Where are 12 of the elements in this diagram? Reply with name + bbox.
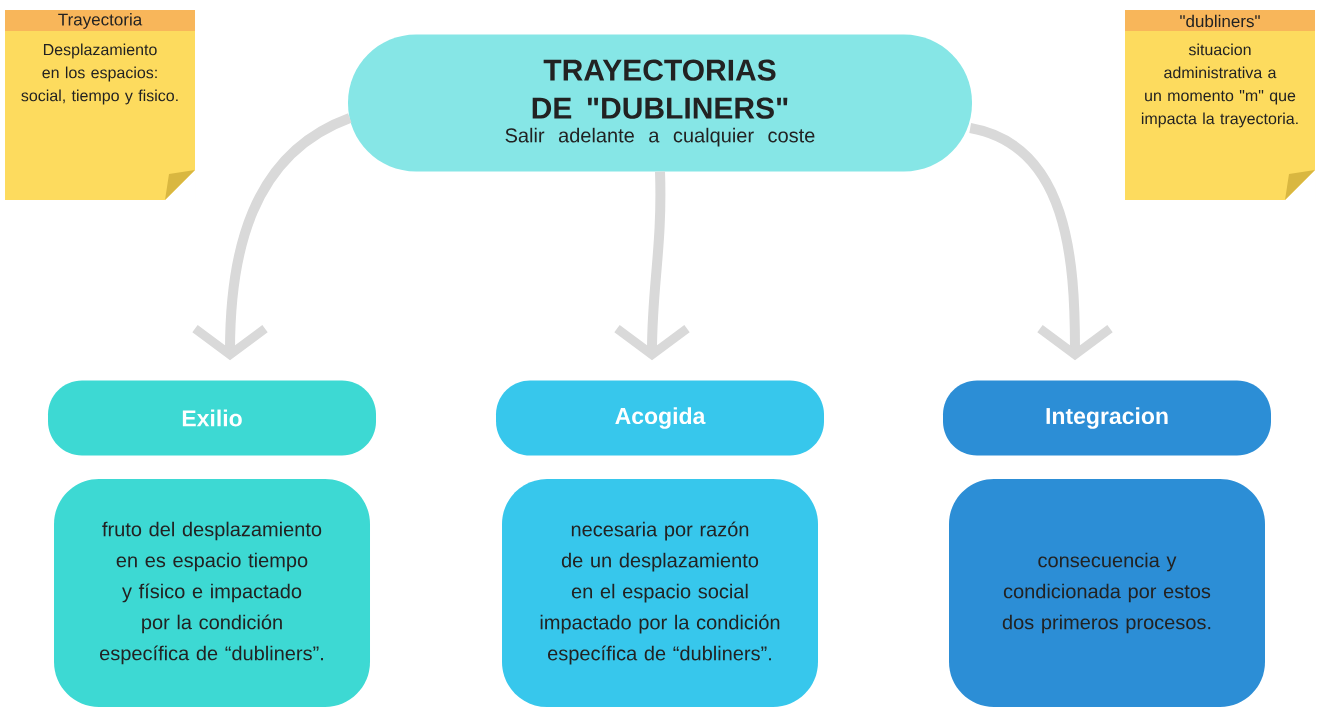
title-pill: TRAYECTORIAS DE "DUBLINERS" Salir adelante a cualquier coste [348, 34, 972, 172]
stage-header: Integracion [943, 380, 1271, 456]
curved-arrow [968, 123, 1113, 361]
sticky-note: Trayectoria Desplazamiento en los espacios: social, tiempo y fisico. [5, 10, 195, 200]
description-box: necesaria por razón de un desplazamiento en el espacio social impactado por la condición específica de “dubliners”. [502, 479, 818, 707]
curved-arrow [192, 113, 352, 361]
stage-header: Exilio [48, 380, 376, 456]
stage-header: Acogida [496, 380, 824, 456]
curved-arrow [614, 171, 690, 361]
sticky-note: "dubliners" situacion administrativa a un momento "m" que impacta la trayectoria. [1125, 10, 1315, 200]
description-box: fruto del desplazamiento en es espacio tiempo y físico e impactado por la condición específica de “dubliners”. [54, 479, 370, 707]
description-box: consecuencia y condicionada por estos dos primeros procesos. [949, 479, 1265, 707]
